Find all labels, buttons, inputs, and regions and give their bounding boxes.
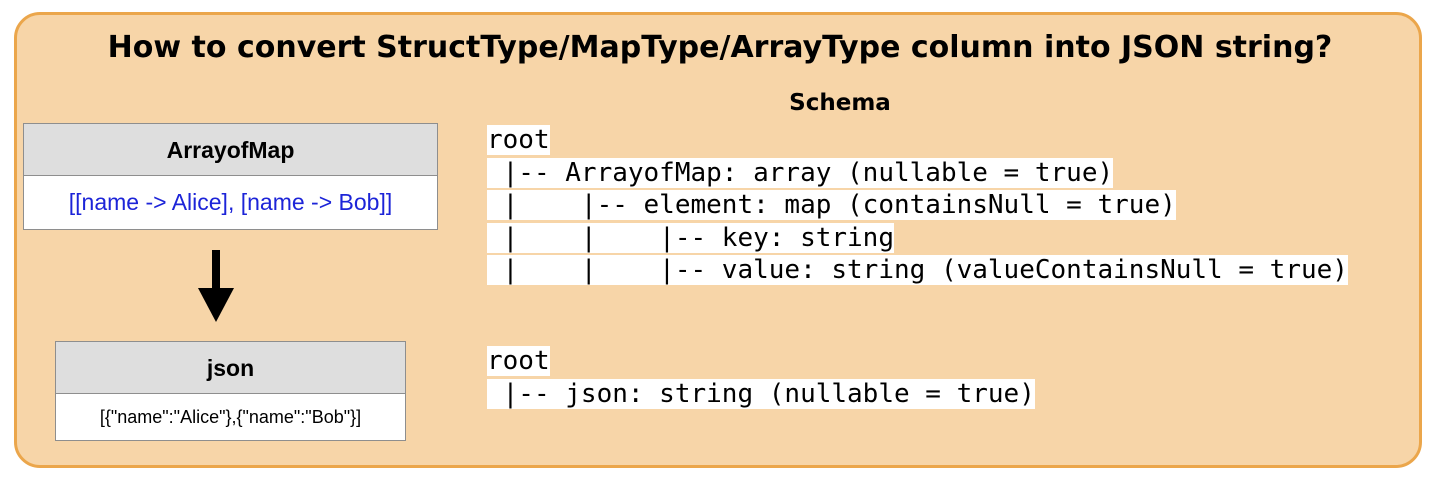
output-table-cell: [{"name":"Alice"},{"name":"Bob"}] (99, 407, 362, 427)
diagram-title: How to convert StructType/MapType/ArrayT… (107, 30, 1333, 65)
schema-line: | | |-- value: string (valueContainsNull… (487, 255, 1348, 285)
input-table: ArrayofMap [[name -> Alice], [name -> Bo… (23, 123, 438, 230)
schema-line: | | |-- key: string (487, 222, 894, 253)
schema-line: |-- ArrayofMap: array (nullable = true) (487, 157, 1114, 188)
schema-line: | |-- element: map (containsNull = true) (487, 190, 1176, 220)
input-table-header: ArrayofMap (24, 124, 437, 176)
output-schema-block: root |-- json: string (nullable = true) (487, 345, 1035, 410)
input-table-cell: [[name -> Alice], [name -> Bob]] (68, 189, 393, 215)
output-table-header: json (56, 342, 405, 394)
schema-label: Schema (789, 90, 891, 116)
schema-line: root (487, 346, 550, 376)
input-schema-block: root |-- ArrayofMap: array (nullable = t… (487, 124, 1348, 287)
output-table: json [{"name":"Alice"},{"name":"Bob"}] (55, 341, 406, 441)
down-arrow-icon (198, 250, 234, 322)
schema-line: |-- json: string (nullable = true) (487, 378, 1035, 409)
schema-line: root (487, 125, 550, 155)
